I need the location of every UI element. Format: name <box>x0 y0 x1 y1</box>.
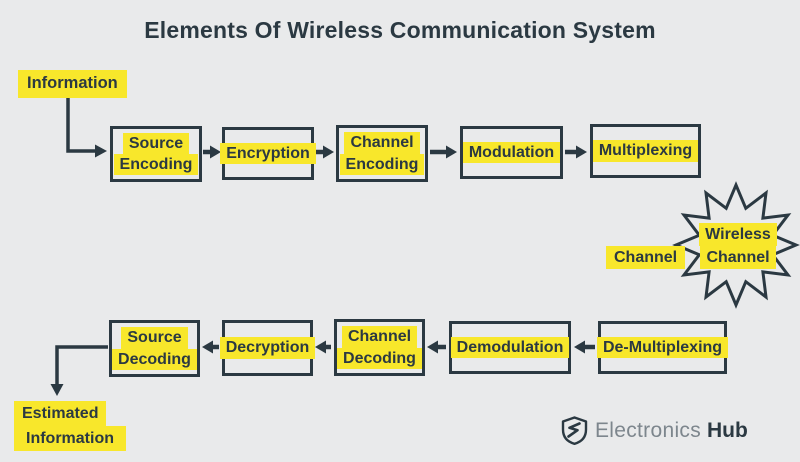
wireless-channel-line2: Channel <box>700 246 776 270</box>
block-modulation-line1: Modulation <box>462 141 561 164</box>
arrow-demodulation-to-channel-decoding <box>427 340 446 354</box>
block-channel-encoding-line2: Encoding <box>339 153 425 175</box>
block-demodulation-line1: Demodulation <box>450 336 570 359</box>
block-decryption-line1: Decryption <box>219 337 316 359</box>
block-source-decoding-line1: Source <box>121 327 188 349</box>
estimated-information-line2: Information <box>14 426 126 452</box>
label-information: Information <box>18 70 127 98</box>
arrow-source-decoding-to-estimated-information <box>50 345 108 396</box>
block-channel-decoding-line1: Channel <box>341 326 418 348</box>
block-channel-decoding-line2: Decoding <box>337 347 422 369</box>
block-modulation: Modulation <box>460 126 563 179</box>
block-multiplexing: Multiplexing <box>590 124 701 178</box>
block-decryption: Decryption <box>219 320 316 376</box>
block-source-encoding: Source Encoding <box>110 126 202 182</box>
logo-text-electronics: Electronics <box>595 418 702 442</box>
label-channel: Channel <box>606 246 686 270</box>
block-source-decoding: Source Decoding <box>109 320 200 377</box>
shield-bolt-icon <box>561 416 588 445</box>
block-source-encoding-line2: Encoding <box>113 154 199 176</box>
block-encryption: Encryption <box>220 127 316 180</box>
arrow-demultiplexing-to-demodulation <box>574 340 595 354</box>
block-demodulation: Demodulation <box>449 321 571 374</box>
logo-text-hub: Hub <box>707 418 748 442</box>
label-estimated-information: Estimated Information <box>14 401 126 452</box>
electronics-hub-logo: Electronics Hub <box>561 416 748 445</box>
label-wireless-channel: Wireless Channel <box>694 223 782 270</box>
wireless-channel-line1: Wireless <box>699 223 777 247</box>
block-de-multiplexing-line1: De-Multiplexing <box>596 336 729 359</box>
arrow-decryption-to-source-decoding <box>202 340 219 354</box>
page-title: Elements Of Wireless Communication Syste… <box>144 17 656 43</box>
arrow-channel-decoding-to-decryption <box>315 340 331 354</box>
block-channel-encoding: Channel Encoding <box>336 125 428 182</box>
block-source-encoding-line1: Source <box>122 132 190 154</box>
estimated-information-line1: Estimated <box>14 401 107 427</box>
arrow-modulation-to-multiplexing <box>565 145 587 159</box>
block-de-multiplexing: De-Multiplexing <box>596 321 729 374</box>
arrow-encryption-to-channel-encoding <box>316 145 334 159</box>
block-channel-encoding-line1: Channel <box>344 132 420 154</box>
block-encryption-line1: Encryption <box>220 142 316 165</box>
label-information-text: Information <box>18 70 127 98</box>
block-source-decoding-line2: Decoding <box>112 348 197 370</box>
arrow-source-encoding-to-encryption <box>203 145 221 159</box>
arrow-channel-encoding-to-modulation <box>430 145 457 159</box>
label-channel-text: Channel <box>606 246 686 270</box>
arrow-information-to-source-encoding <box>66 98 107 158</box>
block-multiplexing-line1: Multiplexing <box>592 140 699 162</box>
block-channel-decoding: Channel Decoding <box>334 319 425 376</box>
